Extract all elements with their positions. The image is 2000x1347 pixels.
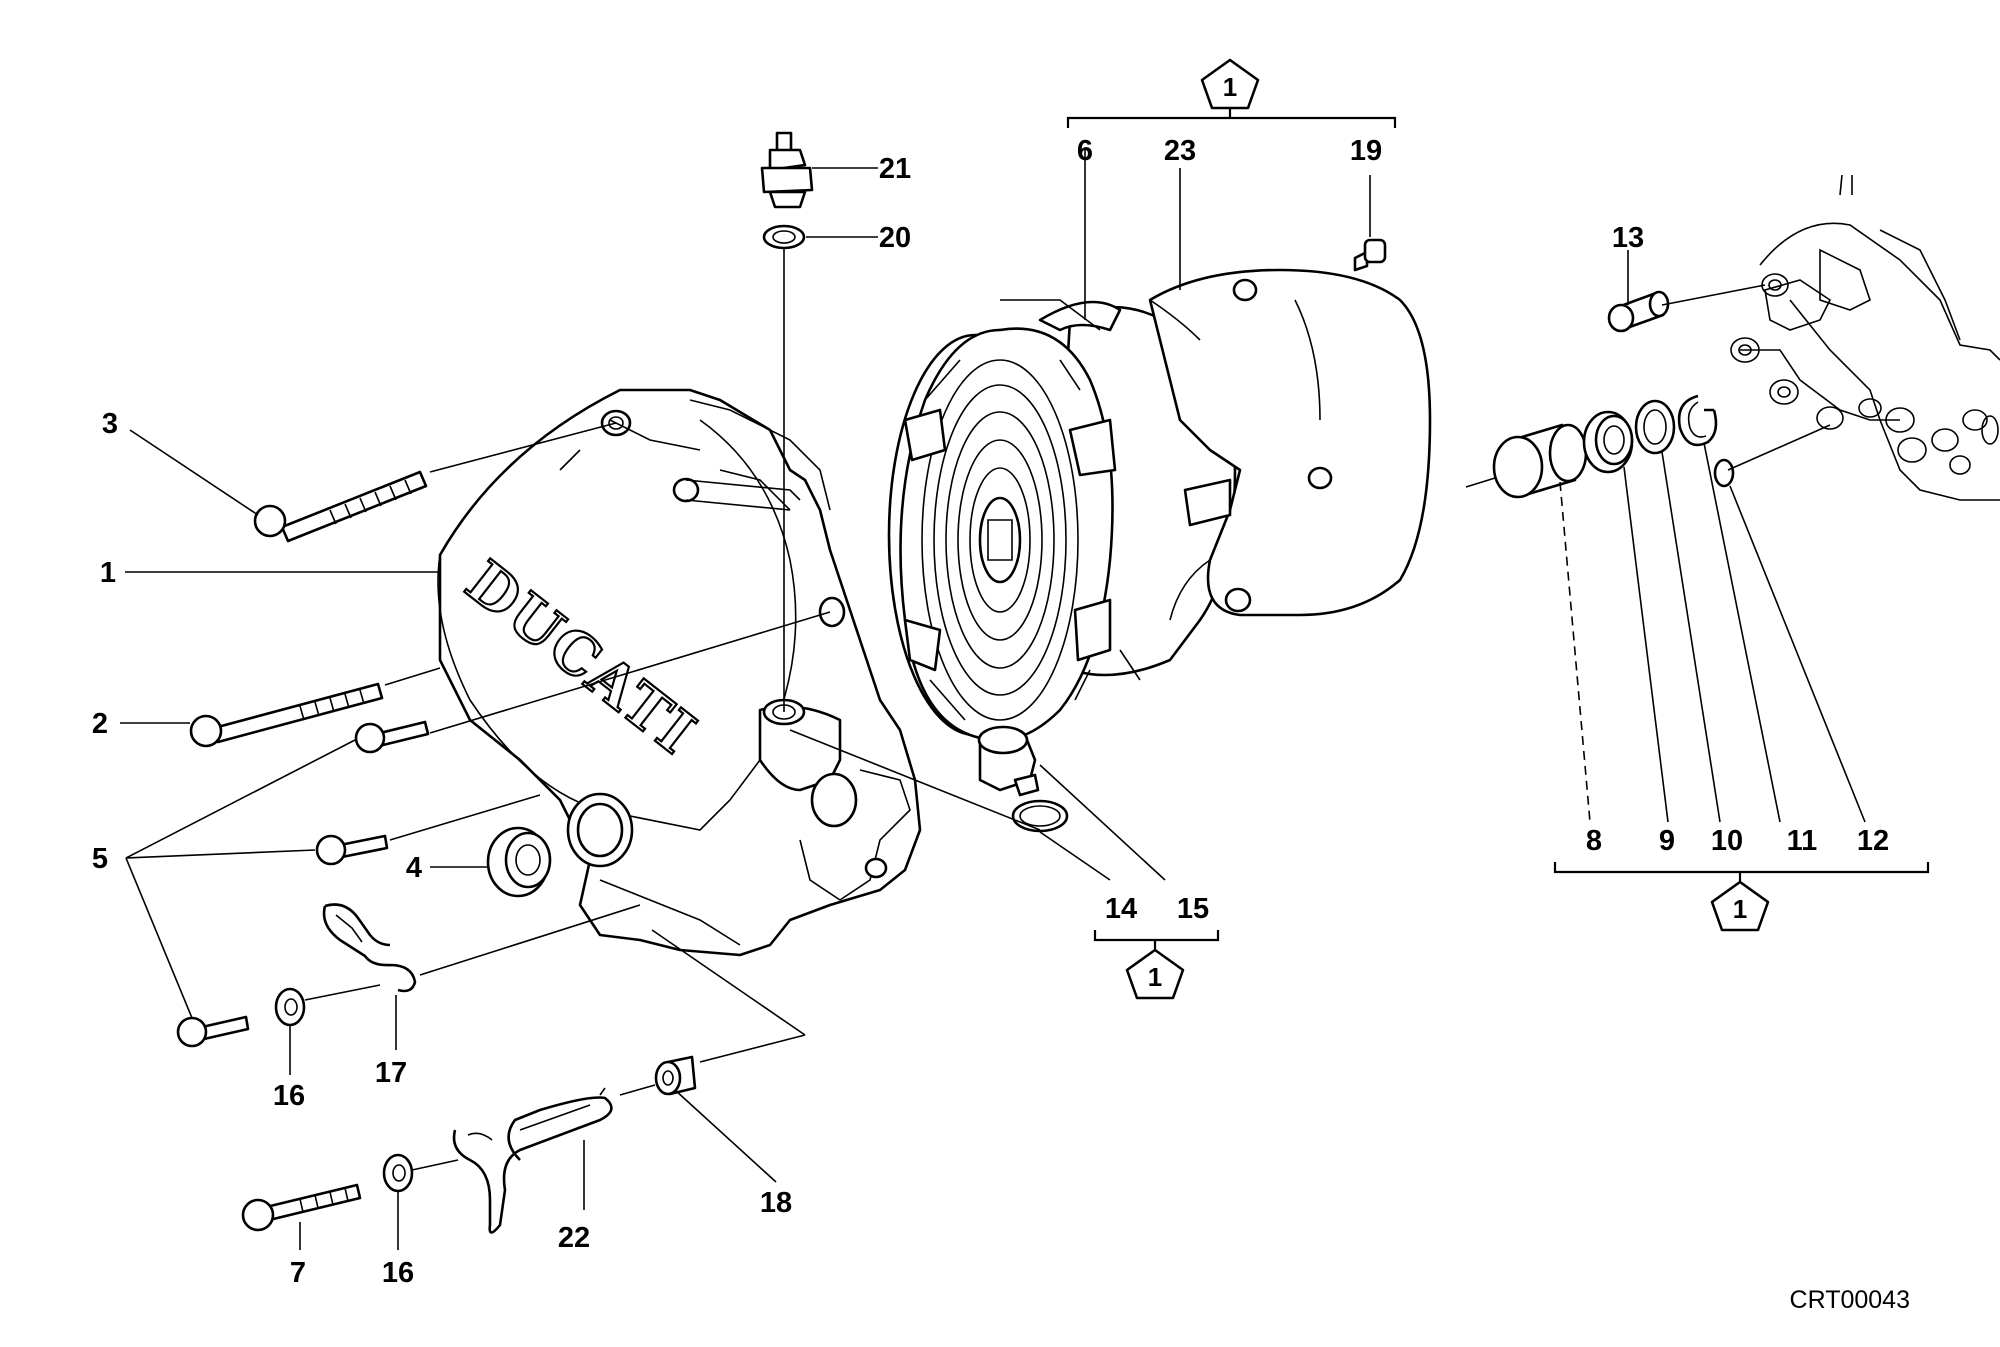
kit-marker-right (1710, 880, 1770, 932)
dowel-13 (1607, 290, 1670, 333)
label-part-2: 2 (92, 708, 108, 740)
bush-8 (1492, 423, 1588, 499)
screw-5-upper (354, 720, 430, 754)
seal-9 (1582, 410, 1634, 474)
label-part-14: 14 (1105, 893, 1137, 925)
label-part-3: 3 (102, 408, 118, 440)
label-part-11: 11 (1787, 825, 1818, 857)
kit-marker-left (1125, 948, 1185, 1000)
label-part-4: 4 (406, 852, 422, 884)
label-part-16-upper: 16 (273, 1080, 305, 1112)
kit-marker-left-number: 1 (1148, 962, 1162, 992)
small-screw (1353, 238, 1387, 272)
oil-pressure-switch (760, 131, 814, 209)
kit-marker-top (1200, 58, 1260, 110)
washer-16-upper (274, 987, 306, 1027)
label-part-1: 1 (100, 557, 116, 589)
o-ring-12 (1713, 458, 1735, 488)
label-part-13: 13 (1612, 222, 1644, 254)
label-part-19: 19 (1350, 135, 1382, 167)
long-bolt-2 (189, 682, 384, 748)
label-part-16-lower: 16 (382, 1257, 414, 1289)
label-part-7: 7 (290, 1257, 306, 1289)
oil-filler-plug (977, 725, 1040, 797)
sealing-washer (762, 224, 806, 250)
reference-code: CRT00043 (1790, 1286, 1910, 1314)
kit-marker-right-number: 1 (1733, 894, 1747, 924)
spacer-bush-18 (654, 1055, 697, 1096)
label-part-18: 18 (760, 1187, 792, 1219)
part-number-labels: 3 1 2 5 4 21 20 6 23 19 13 8 9 10 11 12 … (92, 135, 1889, 1289)
oil-seal (486, 826, 552, 898)
label-part-5: 5 (92, 843, 108, 875)
label-part-10: 10 (1711, 825, 1743, 857)
label-part-23: 23 (1164, 135, 1196, 167)
kit-bracket-top: 1 (1066, 58, 1397, 128)
label-part-20: 20 (879, 222, 911, 254)
kit-bracket-left: 1 (1093, 930, 1220, 1000)
bolt-7 (241, 1183, 362, 1232)
engine-case-outline (1730, 174, 2000, 501)
long-bolt-3 (253, 470, 428, 543)
o-ring-14 (1011, 799, 1069, 833)
label-part-15: 15 (1177, 893, 1209, 925)
circlip-11 (1677, 394, 1718, 447)
clutch-pack (887, 299, 1237, 742)
hose-clip-17 (322, 903, 417, 993)
screw-5-bottom (176, 1015, 250, 1048)
clutch-basket-cover (1148, 268, 1432, 621)
hose-clip-22 (452, 1087, 613, 1234)
label-part-6: 6 (1077, 135, 1093, 167)
label-part-17: 17 (375, 1057, 407, 1089)
leader-lines (120, 148, 1866, 1250)
label-part-22: 22 (558, 1222, 590, 1254)
washer-16-lower (382, 1153, 414, 1193)
screw-5-lower (315, 834, 389, 866)
label-part-8: 8 (1586, 825, 1602, 857)
label-part-21: 21 (879, 153, 911, 185)
ring-10 (1634, 399, 1676, 455)
label-part-9: 9 (1659, 825, 1675, 857)
clutch-side-cover: DUCATI (437, 388, 922, 957)
kit-marker-top-number: 1 (1223, 72, 1237, 102)
kit-bracket-right: 1 (1553, 862, 1930, 932)
label-part-12: 12 (1857, 825, 1889, 857)
